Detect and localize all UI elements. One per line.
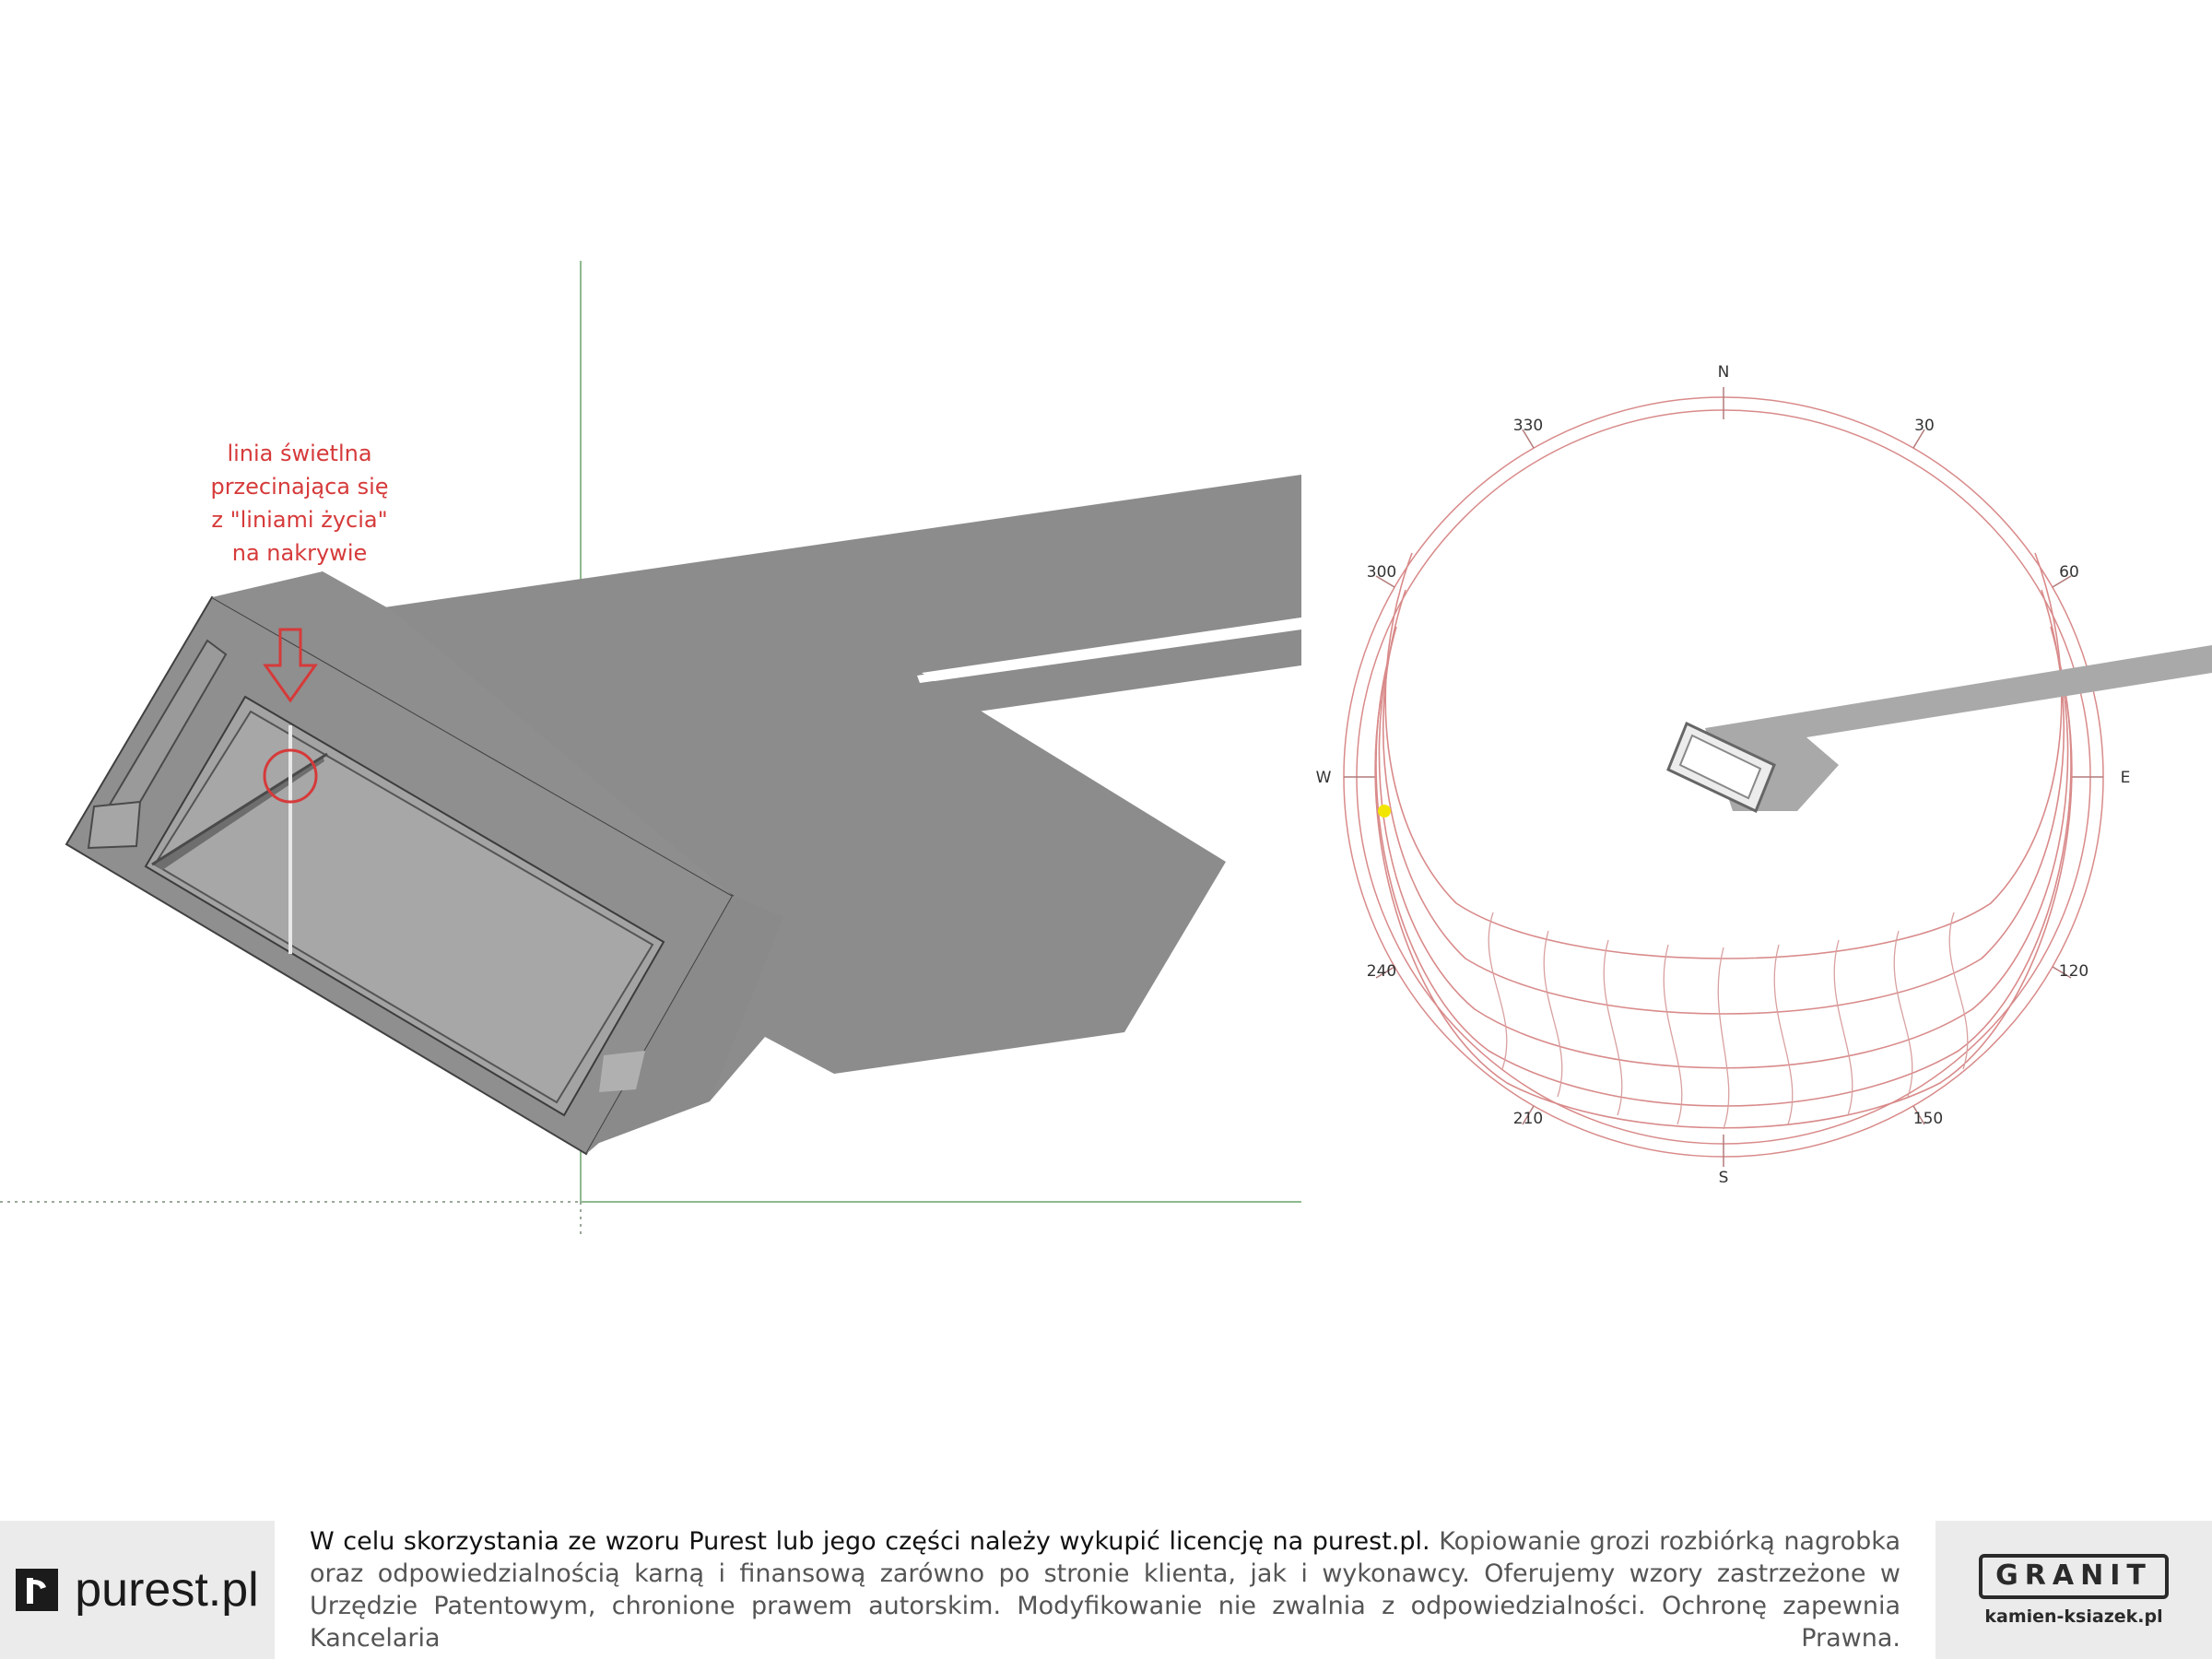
degree-120: 120 [2059, 962, 2088, 981]
footer-bar: purest.pl W celu skorzystania ze wzoru P… [0, 1521, 2212, 1659]
license-notice: W celu skorzystania ze wzoru Purest lub … [275, 1521, 1936, 1659]
chart-model-recess [1678, 734, 1762, 800]
cardinal-s: S [1719, 1169, 1729, 1187]
recess-shadow-wedge [155, 756, 324, 870]
sun-path-chart: N S W E 30 60 120 150 210 240 300 330 [1316, 363, 2212, 1187]
analemma-loops [1488, 912, 1969, 1130]
red-circle-marker [263, 748, 318, 804]
model-view [0, 261, 1301, 1237]
diagram-canvas: N S W E 30 60 120 150 210 240 300 330 [0, 261, 2212, 1237]
license-text-rest: Kopiowanie grozi rozbiórką nagrobka oraz… [310, 1527, 1900, 1653]
license-text-strong: W celu skorzystania ze wzoru Purest lub … [310, 1527, 1430, 1556]
cardinal-n: N [1718, 363, 1730, 382]
degree-60: 60 [2059, 563, 2079, 582]
degree-300: 300 [1367, 563, 1396, 582]
groove-line [151, 752, 328, 866]
front-corner-shadow [599, 1051, 645, 1092]
light-line-annotation: linia świetlna przecinająca się z "linia… [175, 437, 424, 570]
degree-330: 330 [1513, 417, 1543, 435]
purest-brand[interactable]: purest.pl [0, 1521, 275, 1659]
recess-main-inner [153, 710, 654, 1104]
license-text: W celu skorzystania ze wzoru Purest lub … [310, 1525, 1900, 1654]
degree-240: 240 [1367, 962, 1396, 981]
slab-top-ridge [212, 571, 733, 896]
shadow-band-lower [922, 629, 1301, 714]
shadow-strip-light [917, 618, 1301, 683]
annotation-line-2: przecinająca się [210, 474, 389, 500]
purest-logo-icon [16, 1569, 59, 1611]
sun-marker [1378, 805, 1391, 818]
cardinal-w: W [1316, 769, 1332, 787]
degree-210: 210 [1513, 1110, 1543, 1128]
annotation-line-3: z "liniami życia" [211, 507, 388, 533]
red-arrow-icon [263, 628, 318, 703]
granit-partner[interactable]: GRANIT kamien-ksiazek.pl [1936, 1521, 2212, 1659]
granit-logo: GRANIT [1979, 1553, 2169, 1599]
chart-model-shadow [1705, 645, 2212, 811]
compass-ticks [1344, 387, 2103, 1167]
purest-brand-name: purest.pl [75, 1563, 259, 1617]
annotation-line-1: linia świetlna [227, 441, 372, 466]
degree-30: 30 [1914, 417, 1935, 435]
annotation-line-4: na nakrywie [231, 540, 368, 566]
granit-url: kamien-ksiazek.pl [1984, 1606, 2163, 1627]
degree-150: 150 [1913, 1110, 1943, 1128]
cardinal-e: E [2121, 769, 2131, 787]
recess-left-base [87, 800, 142, 850]
